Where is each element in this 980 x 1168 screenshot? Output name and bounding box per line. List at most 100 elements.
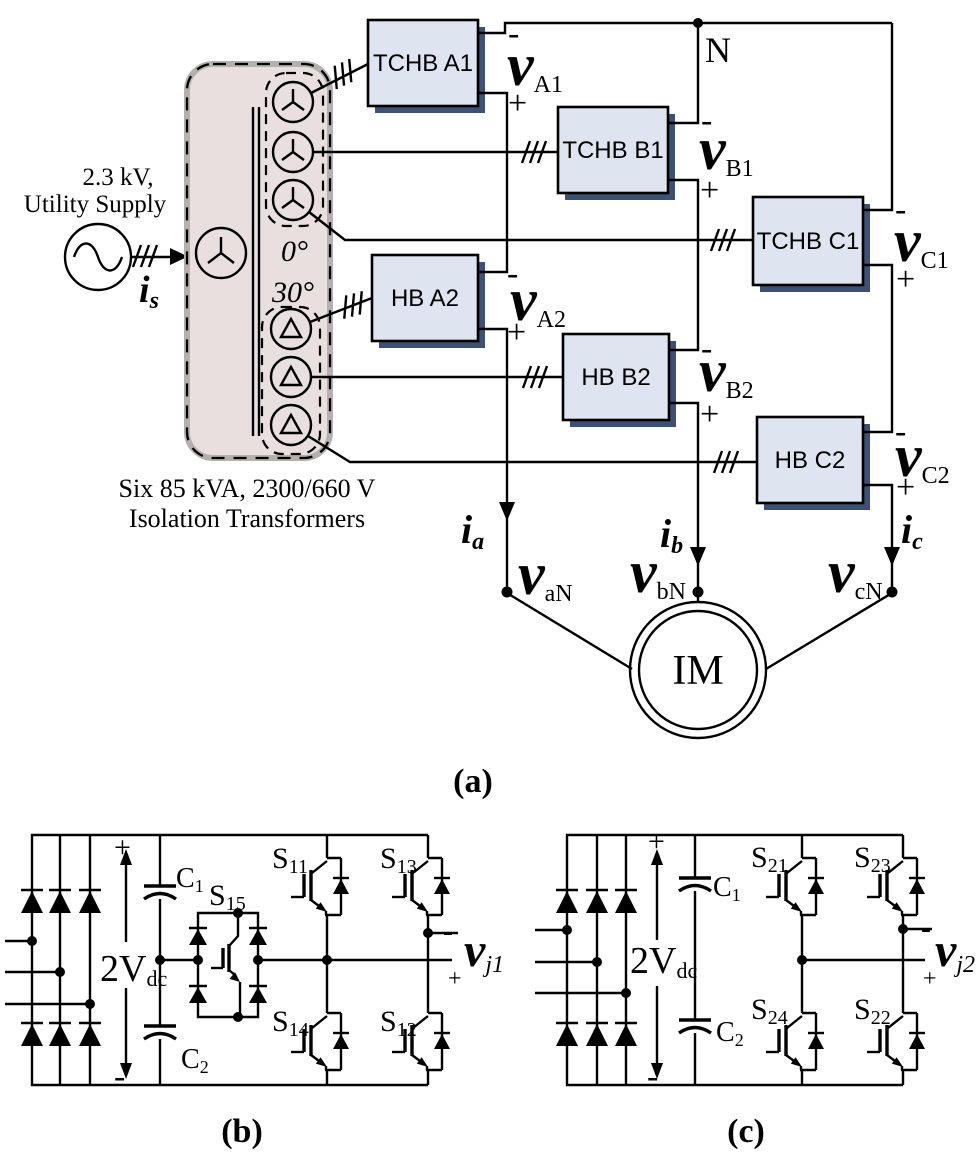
van-label: vaN: [518, 541, 573, 607]
source-current-label: is: [139, 269, 159, 314]
arrow-up-icon: [120, 849, 132, 865]
vj2-plus: +: [923, 966, 937, 992]
junction-dot: [193, 955, 203, 965]
vc1-label: vC1: [894, 208, 949, 274]
rectifier-diode: [554, 888, 580, 915]
rectifier-diode: [77, 888, 103, 915]
panel-c: + 2Vdc - C1 C2 S21 S23 S24 S22 - vj2 + (…: [535, 825, 975, 1150]
capacitor-c1: [142, 884, 178, 901]
junction-dot: [253, 955, 263, 965]
vj2-label: vj2: [935, 924, 975, 978]
va1-label: vA1: [507, 32, 563, 98]
bridge-diode: [187, 926, 209, 947]
vc2-minus: -: [895, 413, 906, 450]
block-body: [755, 415, 865, 505]
ic-arrow-icon: [884, 547, 900, 566]
rectifier-input-wires: [5, 939, 90, 1006]
s14-label: S14: [272, 1005, 309, 1041]
secondary-wye-winding-3: [271, 178, 315, 222]
va2-label: vA2: [510, 267, 566, 333]
arrow-down-icon: [120, 1063, 132, 1079]
va2-plus: +: [507, 314, 526, 351]
junction-dot: [797, 955, 807, 965]
wye-group-outline: [264, 71, 325, 228]
dc-minus: -: [647, 1058, 658, 1095]
ib-label: ib: [660, 511, 683, 559]
block-tchb-a1: TCHB A1: [366, 18, 485, 113]
s13-label: S13: [380, 842, 417, 878]
vj1-minus: -: [443, 915, 453, 948]
secondary-wye-winding-1: [271, 80, 315, 124]
va1-plus: +: [508, 85, 527, 122]
c2-label: C2: [181, 1044, 209, 1077]
dc-plus: +: [648, 825, 665, 858]
c2-label: C2: [716, 1017, 744, 1050]
vj2-minus: -: [921, 912, 931, 945]
block-label: TCHB B1: [562, 137, 663, 164]
bridge-diode: [247, 984, 269, 1005]
caption-b: (b): [221, 1113, 263, 1150]
s24-label: S24: [751, 993, 788, 1029]
s22-label: S22: [854, 993, 891, 1029]
rectifier-input-wires: [535, 928, 626, 995]
rectifier-legs: [58, 835, 92, 1085]
arrow-down-icon: [651, 1063, 663, 1079]
rectifier-diode: [47, 888, 73, 915]
arrow-up-icon: [651, 849, 663, 865]
rectifier-diode: [554, 1021, 580, 1048]
panel-b: + 2Vdc - C1 C2 S15: [5, 831, 504, 1150]
transformer-core-lines: [251, 107, 261, 436]
phase-wiring: N - vA1 + - vB1 + - vC1 + - vA2 + - vB2 …: [461, 15, 950, 607]
secondary-wye-winding-2: [271, 130, 315, 174]
vb2-plus: +: [700, 396, 719, 433]
vb1-minus: -: [701, 102, 712, 139]
block-body: [751, 195, 865, 287]
junction-dot: [562, 925, 572, 935]
bridge-diode: [247, 926, 269, 947]
vb1-plus: +: [700, 172, 719, 209]
converter-blocks: TCHB A1 TCHB B1 TCHB C1 HB A2 HB B2: [366, 18, 870, 510]
s12-label: S12: [380, 1005, 417, 1041]
vj1-plus: +: [448, 966, 462, 992]
rectifier-diode: [613, 1021, 639, 1048]
block-body: [561, 332, 671, 422]
s21-label: S21: [751, 841, 788, 877]
block-body: [366, 18, 480, 108]
rectifier-diode: [47, 1021, 73, 1048]
block-hb-b2: HB B2: [561, 332, 676, 427]
c1-label: C1: [713, 872, 741, 905]
ic-label: ic: [901, 507, 923, 555]
s15-emitter-arrow: [229, 972, 240, 982]
rectifier-diode: [613, 888, 639, 915]
secondary-delta-winding-3: [269, 403, 313, 447]
dc-minus: -: [114, 1058, 125, 1095]
junction-dot: [233, 908, 243, 918]
junction-dot: [85, 999, 95, 1009]
block-label: TCHB C1: [757, 228, 860, 255]
sine-wave-icon: [72, 242, 124, 272]
delta-group-outline: [260, 305, 322, 456]
vc1-plus: +: [896, 261, 915, 298]
capacitor-c1: [677, 876, 713, 893]
three-phase-slash: [709, 227, 737, 253]
block-tchb-c1: TCHB C1: [751, 195, 870, 292]
ib-arrow-icon: [690, 547, 706, 566]
vbn-label: vbN: [630, 539, 686, 605]
dc-link-voltage-label: 2Vdc: [100, 948, 167, 991]
primary-wye-winding: [194, 226, 248, 280]
dc-link-voltage-label: 2Vdc: [630, 940, 697, 983]
rectifier-diode: [19, 1021, 45, 1048]
junction-dot: [592, 957, 602, 967]
va1-minus: -: [508, 15, 519, 52]
feeder-wires: [307, 57, 757, 475]
rectifier-diode: [19, 888, 45, 915]
vb2-minus: -: [701, 330, 712, 367]
block-body: [370, 253, 480, 343]
transformer-caption-line2: Isolation Transformers: [129, 504, 365, 533]
s15-bidirectional-switch: S15: [160, 879, 452, 1022]
three-phase-slash: [712, 449, 740, 475]
block-label: HB B2: [581, 364, 650, 391]
vc2-plus: +: [896, 469, 915, 506]
motor-inner-circle: [637, 609, 759, 731]
